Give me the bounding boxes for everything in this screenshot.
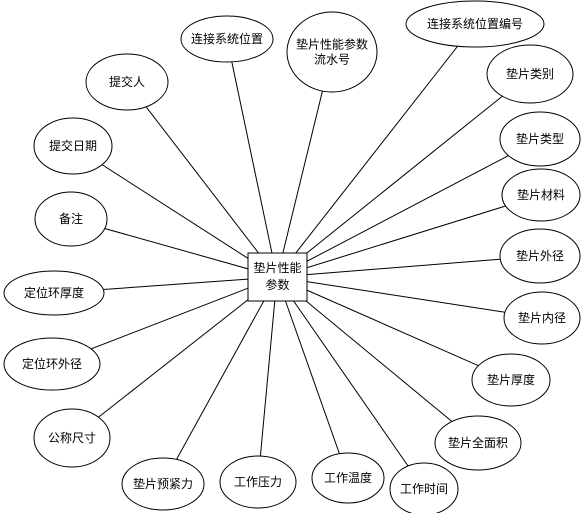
attribute-label-inner-dia: 垫片内径	[518, 310, 566, 325]
entity-box	[247, 252, 308, 302]
attribute-label-temperature: 工作温度	[324, 470, 372, 485]
attribute-submitter: 提交人	[85, 53, 169, 111]
attribute-ellipse-pressure	[219, 455, 297, 509]
link-remark	[70, 218, 278, 278]
attribute-label-category: 垫片类别	[506, 66, 554, 81]
attribute-ellipse-conn-pos-no	[405, 0, 545, 48]
attribute-label-material: 垫片材料	[517, 187, 565, 202]
attribute-category: 垫片类别	[486, 44, 574, 104]
attribute-label-pressure: 工作压力	[234, 475, 282, 489]
attribute-nominal: 公称尺寸	[33, 408, 111, 468]
attribute-ellipse-submit-date	[33, 117, 113, 175]
attribute-label-submit-date: 提交日期	[49, 138, 97, 153]
attribute-ellipse-conn-pos	[180, 15, 274, 63]
link-conn-pos	[226, 38, 278, 278]
attribute-label-outer-dia: 垫片外径	[516, 248, 564, 263]
link-nominal	[71, 276, 278, 439]
attribute-material: 垫片材料	[501, 168, 581, 222]
attribute-ellipse-area	[434, 415, 522, 471]
attribute-time: 工作时间	[389, 462, 459, 513]
attribute-ellipse-time	[389, 462, 459, 513]
attribute-remark: 备注	[34, 191, 108, 247]
link-category	[276, 73, 531, 278]
attribute-ellipse-type	[499, 111, 581, 167]
attribute-ellipse-preload	[121, 457, 205, 511]
attribute-ring-thick: 定位环厚度	[3, 270, 105, 316]
attribute-ellipse-serial-no	[286, 11, 378, 93]
attribute-label-area: 垫片全面积	[448, 435, 508, 450]
link-preload	[162, 276, 278, 485]
link-inner-dia	[276, 276, 543, 319]
link-temperature	[276, 276, 349, 479]
attribute-label-serial-no-line-2: 流水号	[314, 53, 350, 67]
attribute-ring-outer: 定位环外径	[3, 337, 101, 391]
connector-lines	[51, 23, 543, 490]
attribute-ellipse-thickness	[471, 353, 551, 407]
attribute-label-preload: 垫片预紧力	[133, 476, 193, 491]
attribute-ellipse-ring-thick	[3, 270, 105, 316]
attribute-conn-pos-no: 连接系统位置编号	[405, 0, 545, 48]
link-pressure	[257, 276, 278, 483]
link-time	[276, 276, 425, 490]
attribute-ellipse-inner-dia	[503, 291, 581, 345]
attribute-label-nominal: 公称尺寸	[48, 431, 96, 445]
attribute-label-ring-outer: 定位环外径	[22, 356, 82, 371]
entity-label-line-2: 参数	[265, 277, 289, 292]
attribute-label-serial-no-line-1: 垫片性能参数	[296, 37, 368, 52]
attribute-temperature: 工作温度	[311, 452, 385, 504]
attribute-thickness: 垫片厚度	[471, 353, 551, 407]
attribute-preload: 垫片预紧力	[121, 457, 205, 511]
attribute-label-remark: 备注	[59, 211, 83, 226]
link-thickness	[276, 276, 512, 381]
attribute-label-conn-pos-no: 连接系统位置编号	[427, 16, 523, 31]
attribute-type: 垫片类型	[499, 111, 581, 167]
attribute-label-conn-pos: 连接系统位置	[191, 31, 263, 46]
entity-node: 垫片性能 参数	[247, 252, 308, 302]
attribute-ellipse-temperature	[311, 452, 385, 504]
link-outer-dia	[276, 255, 541, 278]
link-type	[276, 138, 541, 278]
attribute-ellipse-ring-outer	[3, 337, 101, 391]
attribute-label-ring-thick: 定位环厚度	[24, 285, 84, 300]
link-area	[276, 276, 479, 444]
attribute-label-submitter: 提交人	[109, 74, 145, 89]
link-conn-pos-no	[276, 23, 476, 278]
attribute-pressure: 工作压力	[219, 455, 297, 509]
link-submit-date	[72, 145, 278, 278]
link-material	[276, 194, 542, 278]
attribute-label-thickness: 垫片厚度	[487, 372, 535, 387]
attribute-ellipse-remark	[34, 191, 108, 247]
attribute-inner-dia: 垫片内径	[503, 291, 581, 345]
attribute-ellipse-submitter	[85, 53, 169, 111]
attribute-label-type: 垫片类型	[516, 131, 564, 146]
attribute-label-time: 工作时间	[400, 482, 448, 496]
attribute-submit-date: 提交日期	[33, 117, 113, 175]
attribute-ellipse-outer-dia	[499, 228, 581, 284]
link-submitter	[126, 81, 278, 278]
attribute-ellipse-material	[501, 168, 581, 222]
attribute-ellipse-nominal	[33, 408, 111, 468]
attribute-outer-dia: 垫片外径	[499, 228, 581, 284]
attribute-nodes: 连接系统位置垫片性能参数流水号连接系统位置编号提交人垫片类别提交日期垫片类型垫片…	[3, 0, 581, 513]
attribute-conn-pos: 连接系统位置	[180, 15, 274, 63]
attribute-ellipse-category	[486, 44, 574, 104]
attribute-area: 垫片全面积	[434, 415, 522, 471]
entity-label-line-1: 垫片性能	[253, 260, 301, 275]
